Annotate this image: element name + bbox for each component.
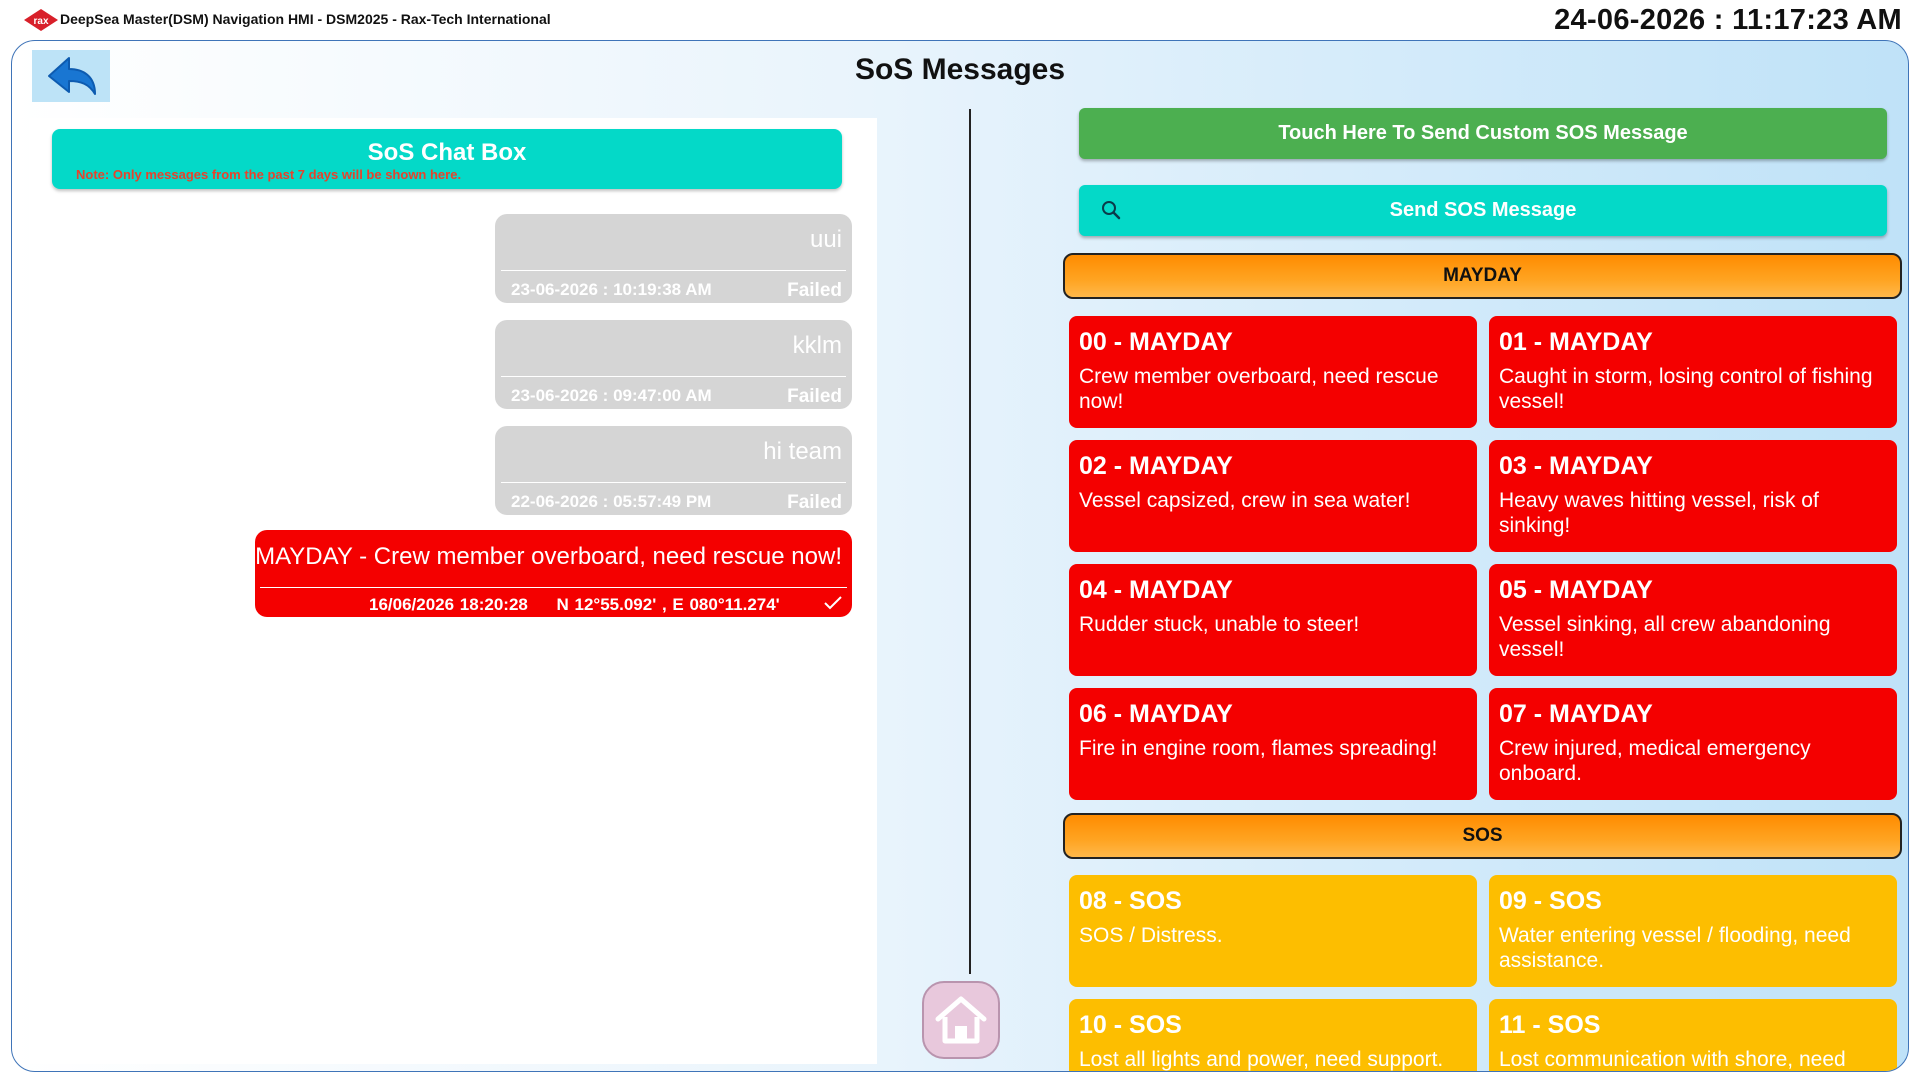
sos-section-header: SOS xyxy=(1063,813,1902,859)
sent-message[interactable]: MAYDAY - Crew member overboard, need res… xyxy=(255,530,852,617)
card-code: 11 - SOS xyxy=(1499,1011,1601,1039)
datetime-display: 24-06-2026 : 11:17:23 AM xyxy=(1554,4,1902,36)
card-text: Rudder stuck, unable to steer! xyxy=(1079,613,1360,636)
mayday-card-04[interactable]: 04 - MAYDAY Rudder stuck, unable to stee… xyxy=(1069,564,1477,676)
send-sos-label: Send SOS Message xyxy=(1389,199,1577,221)
message-status: Failed xyxy=(787,280,842,301)
sos-card-11[interactable]: 11 - SOS Lost communication with shore, … xyxy=(1489,999,1897,1071)
message-text: kklm xyxy=(792,332,842,359)
card-code: 09 - SOS xyxy=(1499,887,1602,915)
mayday-card-03[interactable]: 03 - MAYDAY Heavy waves hitting vessel, … xyxy=(1489,440,1897,552)
custom-sos-button[interactable]: Touch Here To Send Custom SOS Message xyxy=(1079,108,1887,159)
card-code: 01 - MAYDAY xyxy=(1499,328,1653,356)
mayday-card-02[interactable]: 02 - MAYDAY Vessel capsized, crew in sea… xyxy=(1069,440,1477,552)
message-separator xyxy=(260,587,847,588)
card-code: 05 - MAYDAY xyxy=(1499,576,1653,604)
check-icon xyxy=(824,594,842,615)
card-code: 06 - MAYDAY xyxy=(1079,700,1233,728)
app-title: DeepSea Master(DSM) Navigation HMI - DSM… xyxy=(60,11,551,27)
card-text: Crew injured, medical emergency onboard. xyxy=(1499,737,1811,785)
message-timestamp: 22-06-2026 : 05:57:49 PM xyxy=(511,492,712,511)
message-status: Failed xyxy=(787,492,842,513)
card-text: Vessel sinking, all crew abandoning vess… xyxy=(1499,613,1831,661)
panel-divider xyxy=(969,109,971,974)
page-title: SoS Messages xyxy=(854,53,1066,86)
chat-panel: SoS Chat Box Note: Only messages from th… xyxy=(29,118,877,1064)
message-separator xyxy=(501,482,846,483)
chat-message[interactable]: hi team 22-06-2026 : 05:57:49 PM Failed xyxy=(495,426,852,515)
card-text: Vessel capsized, crew in sea water! xyxy=(1079,489,1411,512)
mayday-card-00[interactable]: 00 - MAYDAY Crew member overboard, need … xyxy=(1069,316,1477,428)
card-code: 02 - MAYDAY xyxy=(1079,452,1233,480)
mayday-card-07[interactable]: 07 - MAYDAY Crew injured, medical emerge… xyxy=(1489,688,1897,800)
back-arrow-icon xyxy=(48,57,96,95)
sent-message-meta: 16/06/2026 18:20:28 N 12°55.092' , E 080… xyxy=(369,595,780,615)
chat-box-title: SoS Chat Box xyxy=(367,139,527,166)
home-icon xyxy=(935,996,987,1044)
chat-box-note: Note: Only messages from the past 7 days… xyxy=(76,167,462,182)
sos-card-10[interactable]: 10 - SOS Lost all lights and power, need… xyxy=(1069,999,1477,1071)
message-status: Failed xyxy=(787,386,842,407)
sent-message-position: N 12°55.092' , E 080°11.274' xyxy=(556,595,780,614)
send-sos-button[interactable]: Send SOS Message xyxy=(1079,185,1887,236)
main-frame: SoS Messages SoS Chat Box Note: Only mes… xyxy=(11,40,1909,1072)
chat-box-header: SoS Chat Box Note: Only messages from th… xyxy=(52,129,842,189)
card-text: Fire in engine room, flames spreading! xyxy=(1079,737,1438,760)
search-icon xyxy=(1102,201,1121,220)
card-code: 04 - MAYDAY xyxy=(1079,576,1233,604)
card-text: Water entering vessel / flooding, need a… xyxy=(1499,924,1851,972)
card-text: Crew member overboard, need rescue now! xyxy=(1079,365,1439,413)
sent-message-timestamp: 16/06/2026 18:20:28 xyxy=(369,595,528,614)
card-text: Lost all lights and power, need support. xyxy=(1079,1048,1444,1071)
message-timestamp: 23-06-2026 : 10:19:38 AM xyxy=(511,280,712,299)
sos-card-09[interactable]: 09 - SOS Water entering vessel / floodin… xyxy=(1489,875,1897,987)
message-separator xyxy=(501,376,846,377)
mayday-card-06[interactable]: 06 - MAYDAY Fire in engine room, flames … xyxy=(1069,688,1477,800)
mayday-card-05[interactable]: 05 - MAYDAY Vessel sinking, all crew aba… xyxy=(1489,564,1897,676)
logo-text: rax xyxy=(33,16,48,27)
top-bar: rax DeepSea Master(DSM) Navigation HMI -… xyxy=(0,0,1920,40)
card-text: Caught in storm, losing control of fishi… xyxy=(1499,365,1873,413)
card-text: Heavy waves hitting vessel, risk of sink… xyxy=(1499,489,1819,537)
chat-message[interactable]: uui 23-06-2026 : 10:19:38 AM Failed xyxy=(495,214,852,303)
message-separator xyxy=(501,270,846,271)
mayday-section-header: MAYDAY xyxy=(1063,253,1902,299)
card-code: 00 - MAYDAY xyxy=(1079,328,1233,356)
card-code: 08 - SOS xyxy=(1079,887,1182,915)
message-text: uui xyxy=(809,226,842,253)
card-text: SOS / Distress. xyxy=(1079,924,1223,947)
mayday-card-01[interactable]: 01 - MAYDAY Caught in storm, losing cont… xyxy=(1489,316,1897,428)
home-button[interactable] xyxy=(922,981,1000,1059)
message-timestamp: 23-06-2026 : 09:47:00 AM xyxy=(511,386,712,405)
message-text: hi team xyxy=(763,438,842,465)
card-code: 03 - MAYDAY xyxy=(1499,452,1653,480)
card-code: 07 - MAYDAY xyxy=(1499,700,1653,728)
card-code: 10 - SOS xyxy=(1079,1011,1182,1039)
rax-logo-icon: rax xyxy=(24,9,58,31)
back-button[interactable] xyxy=(32,50,110,102)
sos-card-08[interactable]: 08 - SOS SOS / Distress. xyxy=(1069,875,1477,987)
chat-message[interactable]: kklm 23-06-2026 : 09:47:00 AM Failed xyxy=(495,320,852,409)
card-text: Lost communication with shore, need assi… xyxy=(1499,1048,1846,1071)
sent-message-text: MAYDAY - Crew member overboard, need res… xyxy=(255,543,842,570)
